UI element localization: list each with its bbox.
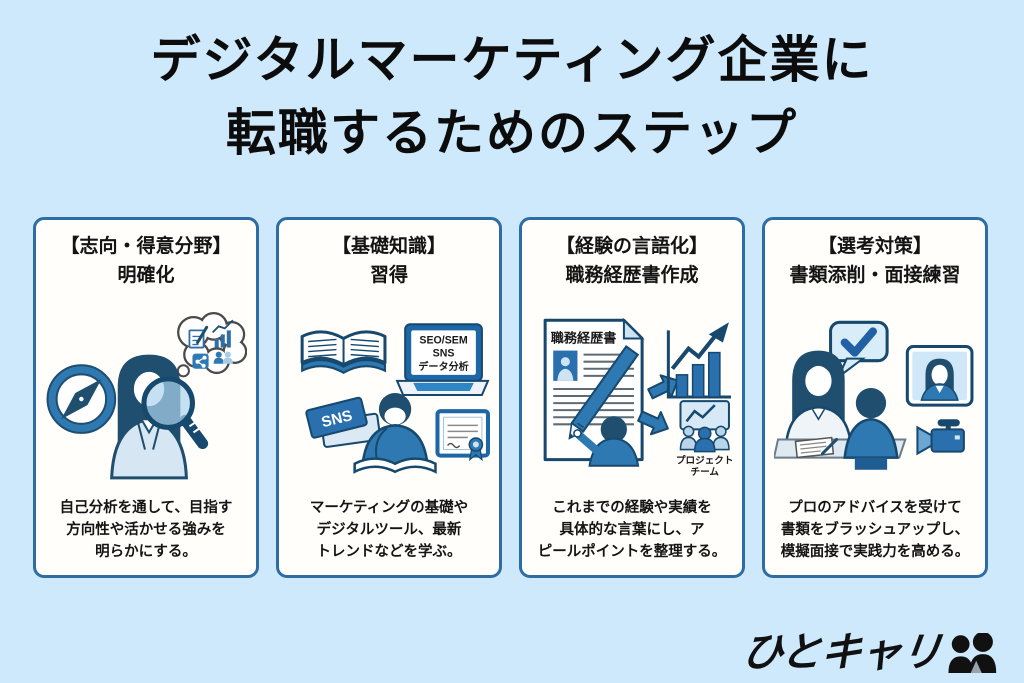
svg-text:職務経歴書: 職務経歴書	[551, 330, 617, 346]
candidate-person	[843, 388, 899, 471]
magnifier-icon	[141, 376, 209, 450]
card-resume: 【経験の言語化】 職務経歴書作成 職務経歴書	[519, 217, 745, 578]
card-description: プロのアドバイスを受けて 書類をブラッシュアップし、 模擬面接で実践力を高める。	[780, 499, 970, 560]
logo-people-icon	[948, 633, 997, 673]
writing-person	[573, 416, 640, 468]
learning-illustration: SEO/SEM SNS データ分析 SNS	[287, 290, 491, 497]
steps-row: 【志向・得意分野】 明確化	[33, 217, 988, 578]
logo-text: ひとキャリ	[739, 629, 944, 675]
svg-text:プロジェクト: プロジェクト	[676, 455, 733, 467]
sns-book-icon: SNS	[305, 397, 382, 449]
check-speech-bubble	[829, 321, 889, 381]
growth-chart-icon	[666, 322, 731, 400]
interview-practice-illustration	[773, 290, 977, 497]
card-header: 【選考対策】 書類添削・面接練習	[789, 236, 961, 286]
title-line-1: デジタルマーケティング企業に	[150, 32, 874, 88]
svg-text:データ分析: データ分析	[418, 360, 468, 373]
card-description: マーケティングの基礎や デジタルツール、最新 トレンドなどを学ぶ。	[309, 499, 469, 560]
card-description: これまでの経験や実績を 具体的な言葉にし、ア ピールポイントを整理する。	[537, 499, 727, 560]
card-knowledge: 【基礎知識】 習得	[276, 217, 502, 578]
video-camera-icon	[916, 419, 965, 456]
card-orientation: 【志向・得意分野】 明確化	[33, 217, 259, 578]
card-header: 【志向・得意分野】 明確化	[60, 236, 232, 286]
certificate-icon	[435, 409, 490, 462]
resume-writing-art: 職務経歴書	[543, 318, 733, 478]
card-description: 自己分析を通して、目指す 方向性や活かせる強みを 明らかにする。	[59, 499, 233, 560]
title-line-2: 転職するためのステップ	[226, 104, 798, 161]
page-title: デジタルマーケティング企業に 転職するためのステップ	[0, 24, 1024, 169]
thought-bubble	[169, 312, 247, 386]
self-analysis-illustration	[44, 290, 248, 497]
project-team-icon: プロジェクト チーム	[676, 400, 733, 478]
svg-text:SEO/SEM: SEO/SEM	[419, 335, 467, 347]
bar-chart-icon	[212, 320, 234, 349]
resume-writing-illustration: 職務経歴書	[530, 290, 734, 497]
resume-document: 職務経歴書	[543, 318, 645, 462]
card-header: 【基礎知識】 習得	[331, 236, 446, 286]
arrow-icon-down	[637, 411, 669, 436]
learning-art: SEO/SEM SNS データ分析 SNS	[300, 323, 490, 475]
brand-logo: ひとキャリ	[739, 629, 1000, 675]
compass-icon	[46, 364, 117, 435]
arrow-icon-up	[647, 374, 679, 400]
share-icon	[192, 354, 209, 370]
interviewer-person	[784, 351, 853, 446]
interview-practice-art	[774, 321, 974, 471]
self-analysis-art	[46, 312, 247, 480]
note-icon	[188, 326, 209, 349]
card-selection: 【選考対策】 書類添削・面接練習	[762, 217, 988, 578]
studying-person	[353, 393, 437, 475]
laptop-icon: SEO/SEM SNS データ分析	[395, 323, 490, 397]
svg-text:チーム: チーム	[690, 467, 719, 478]
video-monitor	[905, 345, 974, 408]
card-header: 【経験の言語化】 職務経歴書作成	[555, 236, 708, 286]
svg-text:SNS: SNS	[433, 348, 455, 360]
people-icon	[213, 352, 233, 365]
open-book-icon	[300, 330, 387, 375]
